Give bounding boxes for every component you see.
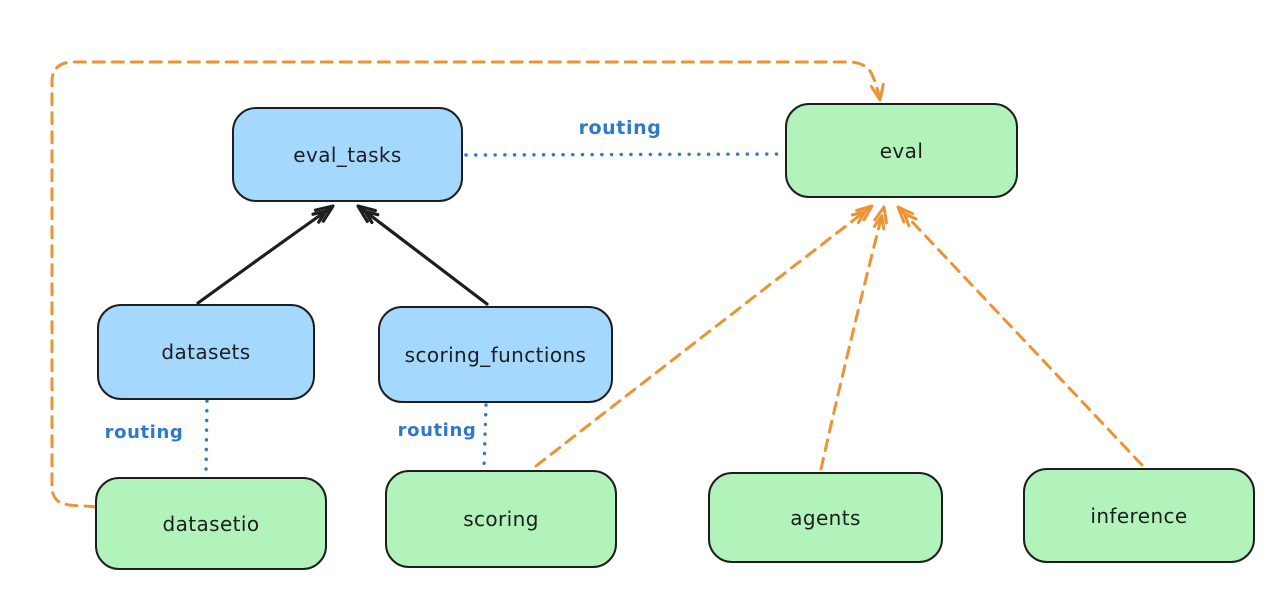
node-label: datasets	[161, 340, 251, 364]
node-label: inference	[1090, 503, 1188, 528]
edge-inference-to-eval	[896, 205, 1144, 467]
node-eval-tasks: eval_tasks	[232, 107, 463, 202]
node-label: agents	[790, 505, 861, 530]
edge-eval-tasks-to-eval-routing	[464, 152, 784, 157]
node-agents: agents	[708, 472, 943, 563]
edge-label-routing-scoring: routing	[397, 420, 477, 441]
edge-label-routing-datasetio: routing	[104, 422, 184, 443]
edge-scoring-functions-to-scoring-routing	[482, 403, 488, 469]
edge-label-routing-top: routing	[578, 117, 662, 139]
node-label: eval	[879, 138, 924, 163]
edge-datasets-to-datasetio-routing	[204, 399, 209, 476]
node-eval: eval	[785, 103, 1018, 198]
node-label: eval_tasks	[293, 142, 402, 167]
node-datasetio: datasetio	[95, 477, 327, 570]
node-label: datasetio	[162, 511, 260, 536]
node-datasets: datasets	[97, 304, 315, 400]
node-scoring-functions: scoring_functions	[378, 306, 613, 403]
edge-scoring-functions-to-eval-tasks	[356, 204, 489, 306]
edge-datasets-to-eval-tasks	[196, 204, 335, 305]
node-scoring: scoring	[385, 470, 617, 568]
node-label: scoring_functions	[404, 342, 587, 367]
node-inference: inference	[1023, 468, 1255, 563]
edge-agents-to-eval	[819, 205, 888, 471]
node-label: scoring	[463, 507, 539, 531]
